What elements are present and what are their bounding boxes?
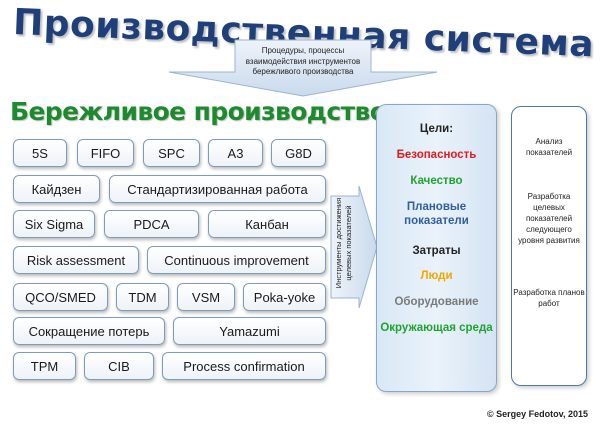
action-analysis: Анализ показателей — [525, 137, 573, 157]
tool-kaizen: Кайдзен — [13, 175, 100, 203]
tools-arrow — [330, 185, 378, 309]
action-target-development: Разработка целевых показателей следующег… — [518, 192, 580, 245]
goal-people: Люди — [420, 270, 453, 282]
tool-vsm: VSM — [177, 283, 235, 311]
lean-title: Бережливое производство — [10, 97, 387, 126]
tool-spc: SPC — [143, 139, 200, 167]
copyright: © Sergey Fedotov, 2015 — [486, 409, 588, 419]
tools-arrow-note: Инструменты достижения целевых показател… — [334, 197, 353, 289]
goal-safety: Безопасность — [396, 149, 477, 161]
tool-six-sigma: Six Sigma — [13, 210, 95, 238]
tool-tpm: TPM — [13, 352, 76, 380]
goal-costs: Затраты — [412, 245, 461, 257]
tool-standard-work: Стандартизированная работа — [109, 175, 326, 203]
tool-5s: 5S — [13, 139, 67, 167]
tool-process-confirmation: Process confirmation — [162, 352, 326, 380]
tool-cib: CIB — [84, 352, 154, 380]
tool-qco-smed: QCO/SMED — [13, 283, 108, 311]
tool-kanban: Канбан — [208, 210, 326, 238]
tool-continuous-improvement: Continuous improvement — [147, 246, 326, 274]
tool-waste-reduction: Сокращение потерь — [13, 317, 165, 345]
action-plan-development: Разработка планов работ — [513, 288, 585, 308]
tool-a3: A3 — [208, 139, 263, 167]
goal-plan-indicators: Плановые показатели — [404, 201, 469, 227]
procedures-note: Процедуры, процессы взаимодействия инстр… — [245, 46, 361, 76]
tool-yamazumi: Yamazumi — [173, 317, 326, 345]
tool-fifo: FIFO — [77, 139, 134, 167]
tool-risk-assessment: Risk assessment — [13, 246, 139, 274]
procedures-arrow — [168, 39, 438, 97]
actions-panel — [511, 106, 587, 386]
goals-panel — [376, 104, 497, 392]
tool-poka-yoke: Poka-yoke — [243, 283, 326, 311]
goal-environment: Окружающая среда — [380, 322, 493, 334]
tool-pdca: PDCA — [104, 210, 199, 238]
goals-title: Цели: — [419, 123, 454, 135]
tool-tdm: TDM — [116, 283, 169, 311]
goal-equipment: Оборудование — [394, 296, 479, 308]
tool-g8d: G8D — [271, 139, 326, 167]
goal-quality: Качество — [410, 175, 463, 187]
